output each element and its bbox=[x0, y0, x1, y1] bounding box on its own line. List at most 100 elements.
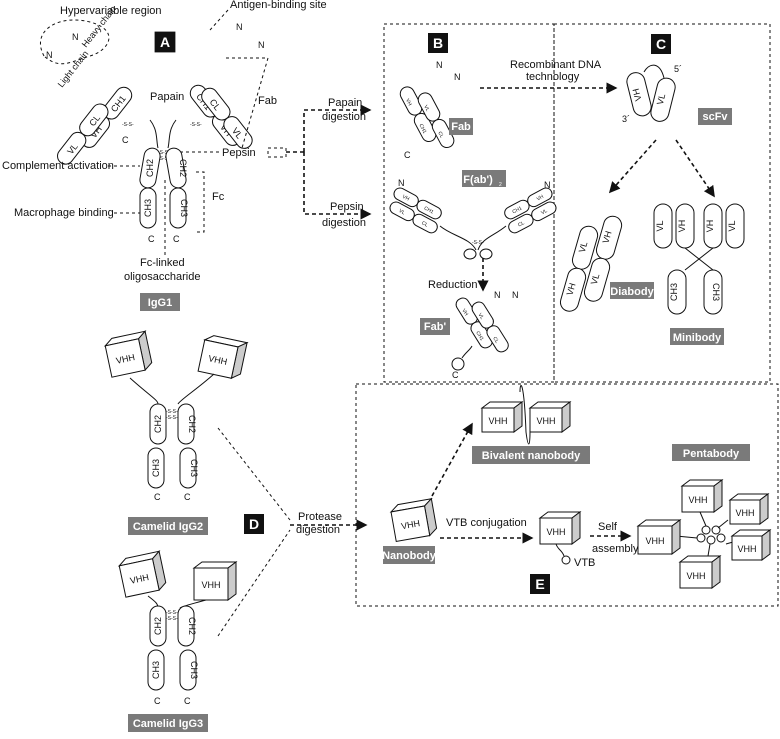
svg-text:CH3: CH3 bbox=[151, 661, 161, 679]
svg-text:N: N bbox=[398, 178, 405, 188]
svg-text:Antigen-binding site: Antigen-binding site bbox=[230, 0, 327, 11]
scfv-fragment: VH VL 5´ 3´ scFv bbox=[622, 64, 732, 125]
svg-text:-S-S-: -S-S- bbox=[166, 415, 178, 421]
svg-text:CH1: CH1 bbox=[512, 205, 524, 215]
nanobody: VHH Nanobody bbox=[382, 497, 438, 564]
svg-text:CH3: CH3 bbox=[189, 459, 199, 477]
svg-text:Light chain: Light chain bbox=[56, 49, 91, 89]
svg-text:N: N bbox=[258, 40, 265, 50]
svg-text:CH3: CH3 bbox=[143, 199, 153, 217]
svg-text:C: C bbox=[184, 492, 191, 502]
svg-text:VHH: VHH bbox=[400, 518, 420, 531]
svg-text:Fab': Fab' bbox=[424, 321, 447, 333]
svg-text:CH3: CH3 bbox=[711, 283, 721, 301]
fab-fragment: VH CH1 VL CL N N C Fab bbox=[399, 60, 473, 160]
svg-text:VTB: VTB bbox=[574, 557, 595, 569]
svg-text:VHH: VHH bbox=[735, 508, 754, 518]
svg-text:C: C bbox=[173, 234, 180, 244]
svg-text:-S-S-: -S-S- bbox=[166, 409, 178, 415]
svg-text:Bivalent nanobody: Bivalent nanobody bbox=[482, 450, 581, 462]
svg-text:VHH: VHH bbox=[201, 580, 220, 590]
svg-text:N: N bbox=[46, 50, 53, 60]
diabody-fragment: VL VH VH VL Diabody bbox=[559, 215, 655, 312]
panel-badge-c: C bbox=[651, 34, 671, 54]
svg-text:N: N bbox=[544, 180, 551, 190]
svg-text:VL: VL bbox=[655, 220, 665, 231]
svg-text:CH1: CH1 bbox=[474, 330, 485, 342]
svg-text:Fc: Fc bbox=[212, 191, 225, 203]
svg-text:A: A bbox=[160, 34, 170, 50]
svg-text:Nanobody: Nanobody bbox=[382, 550, 437, 562]
panel-e-frame bbox=[355, 383, 779, 607]
svg-text:CH3: CH3 bbox=[179, 199, 189, 217]
svg-text:-S-S-: -S-S- bbox=[190, 122, 202, 128]
svg-text:CH3: CH3 bbox=[151, 459, 161, 477]
svg-text:Fab: Fab bbox=[258, 95, 277, 107]
svg-text:CH2: CH2 bbox=[187, 617, 197, 635]
svg-text:VHH: VHH bbox=[737, 544, 756, 554]
svg-text:Recombinant DNA: Recombinant DNA bbox=[510, 59, 602, 71]
svg-text:N: N bbox=[454, 72, 461, 82]
svg-text:VL: VL bbox=[398, 208, 406, 216]
svg-text:VH: VH bbox=[565, 282, 578, 297]
svg-text:IgG1: IgG1 bbox=[148, 297, 172, 309]
svg-text:CL: CL bbox=[436, 131, 444, 140]
svg-text:N: N bbox=[236, 22, 243, 32]
svg-text:CH2: CH2 bbox=[178, 159, 188, 177]
minibody-fragment: VL VH VH VL CH3 CH3 Minibody bbox=[653, 203, 745, 345]
svg-text:Papain: Papain bbox=[328, 97, 362, 109]
svg-text:F(ab'): F(ab') bbox=[463, 174, 493, 186]
svg-text:C: C bbox=[452, 370, 459, 380]
svg-text:Pepsin: Pepsin bbox=[330, 201, 364, 213]
svg-text:CL: CL bbox=[491, 336, 500, 345]
camelid-igg3: VHH VHH -S-S- -S-S- CH2 CH2 CH3 CH3 C C … bbox=[117, 550, 238, 732]
svg-text:VTB conjugation: VTB conjugation bbox=[446, 517, 527, 529]
svg-text:5´: 5´ bbox=[674, 64, 682, 74]
svg-text:VHH: VHH bbox=[645, 536, 664, 546]
svg-text:VHH: VHH bbox=[488, 416, 507, 426]
svg-text:Diabody: Diabody bbox=[610, 286, 654, 298]
svg-text:VH: VH bbox=[705, 220, 715, 233]
svg-text:VHH: VHH bbox=[688, 495, 707, 505]
svg-text:Minibody: Minibody bbox=[673, 332, 722, 344]
svg-text:VH: VH bbox=[601, 230, 614, 245]
svg-text:Fc-linked: Fc-linked bbox=[140, 257, 185, 269]
svg-text:VL: VL bbox=[727, 220, 737, 231]
svg-text:VH: VH bbox=[631, 87, 644, 102]
svg-text:C: C bbox=[148, 234, 155, 244]
svg-text:CH2: CH2 bbox=[153, 617, 163, 635]
svg-text:VHH: VHH bbox=[536, 416, 555, 426]
svg-text:VL: VL bbox=[655, 93, 667, 106]
svg-text:technology: technology bbox=[526, 71, 580, 83]
svg-text:Reduction: Reduction bbox=[428, 279, 478, 291]
panel-c-frame bbox=[553, 23, 771, 383]
svg-text:-S-S-: -S-S- bbox=[122, 122, 134, 128]
svg-text:E: E bbox=[535, 576, 544, 592]
svg-text:VH: VH bbox=[460, 308, 469, 317]
igg1-structure: Hypervariable region Antigen-binding sit… bbox=[2, 0, 327, 311]
svg-text:C: C bbox=[404, 150, 411, 160]
pentabody: Pentabody VHH VHH VHH VHH bbox=[636, 444, 772, 589]
svg-text:VH: VH bbox=[677, 220, 687, 233]
svg-text:2: 2 bbox=[499, 182, 502, 188]
svg-text:assembly: assembly bbox=[592, 543, 639, 555]
svg-text:C: C bbox=[154, 492, 161, 502]
svg-text:CH2: CH2 bbox=[145, 159, 155, 177]
svg-text:Pentabody: Pentabody bbox=[683, 448, 740, 460]
svg-text:N: N bbox=[494, 290, 501, 300]
svg-text:scFv: scFv bbox=[702, 111, 728, 123]
svg-text:CH1: CH1 bbox=[417, 123, 427, 135]
svg-text:digestion: digestion bbox=[322, 111, 366, 123]
svg-text:digestion: digestion bbox=[296, 524, 340, 536]
svg-text:digestion: digestion bbox=[322, 217, 366, 229]
svg-text:VH: VH bbox=[536, 194, 545, 203]
svg-text:-S-S-: -S-S- bbox=[166, 610, 178, 616]
svg-text:B: B bbox=[433, 35, 443, 51]
svg-text:VL: VL bbox=[540, 208, 548, 216]
svg-text:C: C bbox=[154, 696, 161, 706]
svg-text:Hypervariable region: Hypervariable region bbox=[60, 5, 162, 17]
svg-text:Self: Self bbox=[598, 521, 618, 533]
svg-text:-S-S-: -S-S- bbox=[158, 156, 170, 162]
svg-text:C: C bbox=[122, 135, 129, 145]
svg-text:Protease: Protease bbox=[298, 511, 342, 523]
